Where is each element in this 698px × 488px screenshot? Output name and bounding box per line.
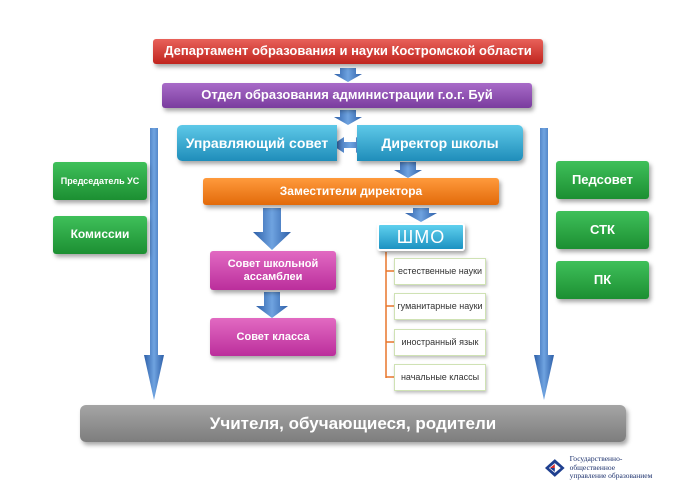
assembly-box: Совет школьной ассамблеи bbox=[210, 251, 336, 290]
arrow-right-down bbox=[534, 128, 554, 400]
pk-label: ПК bbox=[593, 271, 612, 287]
chair-label: Председатель УС bbox=[60, 175, 140, 186]
class-council-box: Совет класса bbox=[210, 318, 336, 356]
logo-line-2: управление образованием bbox=[569, 471, 653, 481]
logo-line-1: Государственно-общественное bbox=[569, 454, 623, 472]
logo-text: Государственно-общественное управление о… bbox=[569, 454, 666, 481]
shmo-item-label: иностранный язык bbox=[401, 337, 479, 348]
arrow-director-deputies bbox=[394, 162, 422, 178]
shmo-box: ШМО bbox=[377, 223, 465, 251]
commissions-box: Комиссии bbox=[53, 216, 147, 254]
shmo-item-humanities: гуманитарные науки bbox=[394, 293, 486, 320]
bottom-label: Учителя, обучающиеся, родители bbox=[209, 413, 497, 433]
pedsovet-box: Педсовет bbox=[556, 161, 649, 199]
department-label: Департамент образования и науки Костромс… bbox=[164, 43, 532, 59]
director-box: Директор школы bbox=[357, 125, 523, 161]
pedsovet-label: Педсовет bbox=[571, 171, 634, 187]
stk-box: СТК bbox=[556, 211, 649, 249]
arrow-department-division bbox=[334, 68, 362, 82]
stk-label: СТК bbox=[590, 221, 615, 237]
shmo-item-languages: иностранный язык bbox=[394, 329, 486, 356]
arrow-deputies-assembly bbox=[253, 208, 291, 250]
arrow-left-down bbox=[144, 128, 164, 400]
deputies-box: Заместители директора bbox=[203, 178, 499, 205]
assembly-label: Совет школьной ассамблеи bbox=[227, 257, 319, 283]
chair-box: Председатель УС bbox=[53, 162, 147, 200]
shmo-item-natural: естественные науки bbox=[394, 258, 486, 285]
logo: Государственно-общественное управление о… bbox=[544, 454, 666, 481]
division-label: Отдел образования администрации г.о.г. Б… bbox=[201, 87, 493, 103]
class-council-label: Совет класса bbox=[236, 330, 310, 343]
commissions-label: Комиссии bbox=[70, 227, 130, 242]
logo-icon bbox=[544, 459, 565, 477]
deputies-label: Заместители директора bbox=[279, 183, 423, 198]
shmo-item-primary: начальные классы bbox=[394, 364, 486, 391]
pk-box: ПК bbox=[556, 261, 649, 299]
council-label: Управляющий совет bbox=[185, 134, 329, 151]
shmo-item-label: начальные классы bbox=[400, 372, 480, 383]
arrow-division-director bbox=[334, 110, 362, 125]
shmo-item-label: гуманитарные науки bbox=[397, 301, 483, 312]
council-box: Управляющий совет bbox=[177, 125, 337, 161]
shmo-label: ШМО bbox=[396, 226, 446, 247]
department-box: Департамент образования и науки Костромс… bbox=[153, 39, 543, 64]
bottom-box: Учителя, обучающиеся, родители bbox=[80, 405, 626, 442]
arrow-deputies-shmo bbox=[405, 208, 437, 222]
arrow-assembly-class bbox=[256, 292, 288, 318]
director-label: Директор школы bbox=[381, 134, 499, 151]
shmo-item-label: естественные науки bbox=[397, 266, 483, 277]
division-box: Отдел образования администрации г.о.г. Б… bbox=[162, 83, 532, 108]
